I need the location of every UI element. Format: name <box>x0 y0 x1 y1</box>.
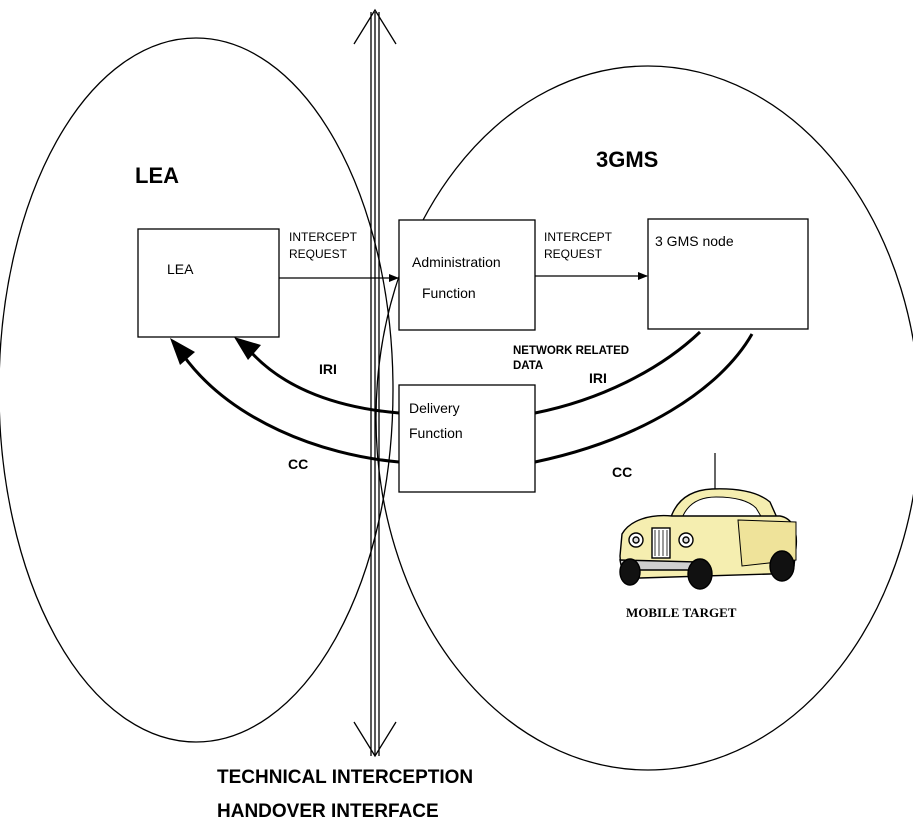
administration-function-box: Administration Function <box>398 219 536 331</box>
cc-network-label: CC <box>612 464 632 480</box>
network-domain-ellipse <box>375 65 913 771</box>
delivery-function-box: Delivery Function <box>398 384 536 493</box>
admin-box-label-line1: Administration <box>412 254 501 270</box>
iri-network-curve <box>534 330 702 415</box>
interface-caption-line2: HANDOVER INTERFACE <box>217 801 439 822</box>
iri-network-label: IRI <box>589 370 607 386</box>
network-related-data-line1: NETWORK RELATED <box>513 345 629 357</box>
lea-box: LEA <box>137 228 280 338</box>
network-related-data-line2: DATA <box>513 360 543 372</box>
intercept-request-1-line1: INTERCEPT <box>289 230 358 244</box>
lea-domain-ellipse <box>0 37 394 743</box>
cc-lea-arrowhead <box>170 338 195 365</box>
delivery-box-label-line1: Delivery <box>409 400 460 416</box>
interface-caption-line1: TECHNICAL INTERCEPTION <box>217 767 473 788</box>
handover-interface-line <box>353 8 397 758</box>
delivery-box-label-line2: Function <box>409 425 463 441</box>
lea-region-title: LEA <box>135 163 179 188</box>
gms-node-label: 3 GMS node <box>655 233 734 249</box>
iri-lea-curve <box>248 349 400 415</box>
cc-network-curve <box>534 333 754 464</box>
mobile-target-label: MOBILE TARGET <box>626 605 737 620</box>
intercept-request-2-line2: REQUEST <box>544 247 603 261</box>
intercept-request-2-line1: INTERCEPT <box>544 230 613 244</box>
iri-lea-arrowhead <box>234 337 261 360</box>
car-icon <box>619 453 798 590</box>
iri-lea-label: IRI <box>319 361 337 377</box>
gms-node-box: 3 GMS node <box>647 218 809 330</box>
cc-lea-curve <box>181 354 400 464</box>
lea-box-label: LEA <box>167 261 194 277</box>
admin-box-label-line2: Function <box>422 285 476 301</box>
intercept-request-1-line2: REQUEST <box>289 247 348 261</box>
network-region-title: 3GMS <box>596 147 658 172</box>
cc-lea-label: CC <box>288 456 308 472</box>
